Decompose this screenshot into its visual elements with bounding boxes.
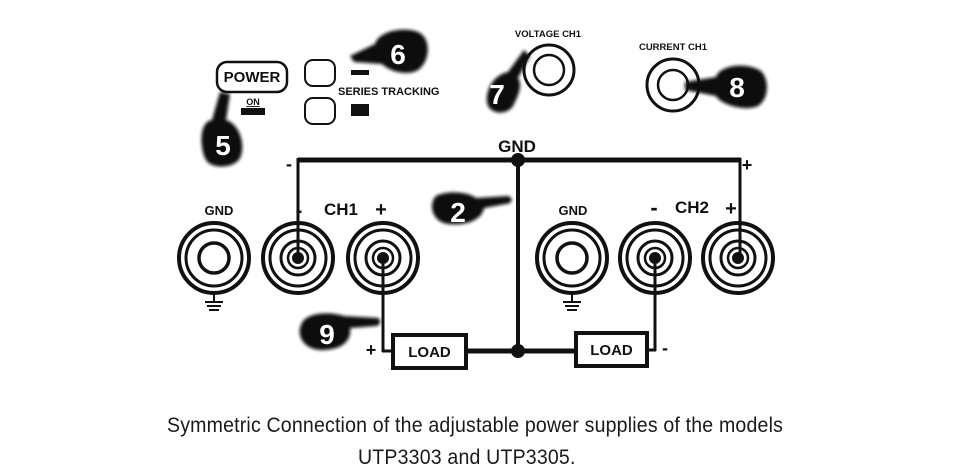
load-2: LOAD <box>574 331 649 368</box>
load-2-polarity: - <box>662 338 668 358</box>
series-tracking-buttons: SERIES TRACKING <box>304 59 439 125</box>
callout-6: 6 <box>350 29 428 73</box>
callout-number-7: 7 <box>489 79 505 110</box>
current-ch1-label: CURRENT CH1 <box>639 42 708 53</box>
ground-symbol-ch1 <box>205 292 223 311</box>
callout-number-9: 9 <box>319 319 335 350</box>
series-tracking-indicator-up <box>351 70 369 75</box>
caption-line-1: Symmetric Connection of the adjustable p… <box>167 414 784 437</box>
series-tracking-button-2 <box>304 97 336 125</box>
callout-2: 2 <box>432 192 512 228</box>
ch2-neg-sign: - <box>650 195 657 220</box>
ch2-label: CH2 <box>675 198 709 217</box>
ch1-pos-sign: + <box>375 199 387 221</box>
voltage-ch1-label: VOLTAGE CH1 <box>515 29 582 40</box>
voltage-ch1-knob <box>522 43 576 97</box>
ch2-positive-terminal-center <box>732 252 744 264</box>
callout-number-8: 8 <box>729 72 745 103</box>
ground-symbol-ch2 <box>563 292 581 311</box>
bus-right-polarity: + <box>742 155 753 175</box>
ch2-positive-terminal <box>701 221 775 295</box>
callout-7: 7 <box>486 50 530 113</box>
ch1-gnd-terminal <box>177 221 251 295</box>
callout-number-5: 5 <box>215 130 231 161</box>
ch1-gnd-label: GND <box>205 203 234 218</box>
power-button-label: POWER <box>224 69 281 86</box>
bus-left-polarity: - <box>286 154 292 174</box>
load-1-polarity: + <box>366 340 377 360</box>
power-on-label: ON <box>246 97 260 107</box>
power-button: POWER <box>215 60 289 94</box>
load-wiring <box>381 258 657 354</box>
series-tracking-label: SERIES TRACKING <box>338 86 439 98</box>
load-1-label: LOAD <box>408 344 451 361</box>
ch2-pos-sign: + <box>725 198 737 220</box>
series-tracking-button-1 <box>304 59 336 87</box>
gnd-bus-label: GND <box>498 137 536 156</box>
gnd-junction-dot <box>511 153 525 167</box>
ch1-label: CH1 <box>324 200 358 219</box>
ch2-gnd-terminal <box>535 221 609 295</box>
series-tracking-indicator-down <box>351 104 369 116</box>
load-1: LOAD <box>391 333 468 370</box>
ch2-gnd-label: GND <box>559 203 588 218</box>
callout-number-6: 6 <box>390 39 406 70</box>
callout-5: 5 <box>201 92 243 167</box>
callout-8: 8 <box>685 65 767 109</box>
caption-line-2: UTP3303 and UTP3305. <box>358 446 576 469</box>
callout-number-2: 2 <box>450 197 466 228</box>
callout-9: 9 <box>299 313 381 350</box>
power-on-indicator <box>241 108 265 115</box>
load-2-label: LOAD <box>590 342 633 359</box>
